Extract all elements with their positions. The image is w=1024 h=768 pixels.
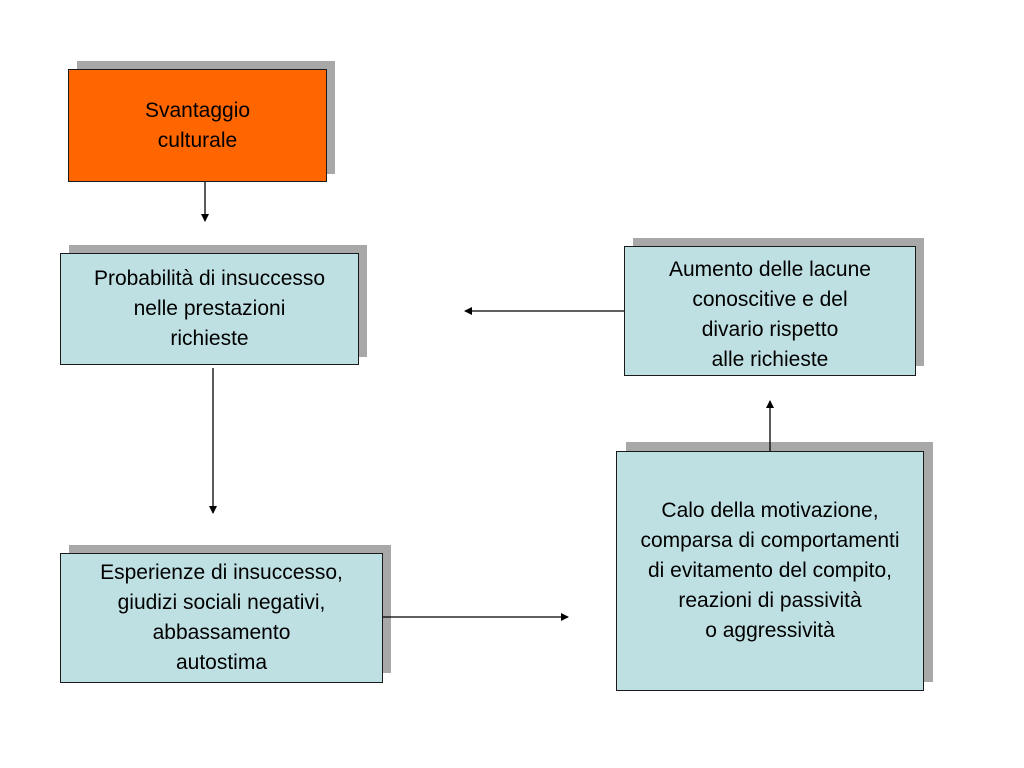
box-probabilita-insuccesso: Probabilità di insuccesso nelle prestazi… bbox=[60, 253, 359, 365]
box-esperienze-insuccesso: Esperienze di insuccesso, giudizi social… bbox=[60, 553, 383, 683]
box-probabilita-label: Probabilità di insuccesso nelle prestazi… bbox=[93, 267, 326, 350]
box-aumento-label: Aumento delle lacune conoscitive e del d… bbox=[669, 258, 871, 371]
box-calo-motivazione: Calo della motivazione, comparsa di comp… bbox=[616, 451, 924, 691]
box-esperienze-label: Esperienze di insuccesso, giudizi social… bbox=[100, 561, 343, 674]
box-aumento-lacune: Aumento delle lacune conoscitive e del d… bbox=[624, 246, 916, 376]
box-calo-label: Calo della motivazione, comparsa di comp… bbox=[640, 499, 900, 642]
box-svantaggio-label: Svantaggio culturale bbox=[144, 98, 251, 152]
box-svantaggio-culturale: Svantaggio culturale bbox=[68, 69, 327, 182]
